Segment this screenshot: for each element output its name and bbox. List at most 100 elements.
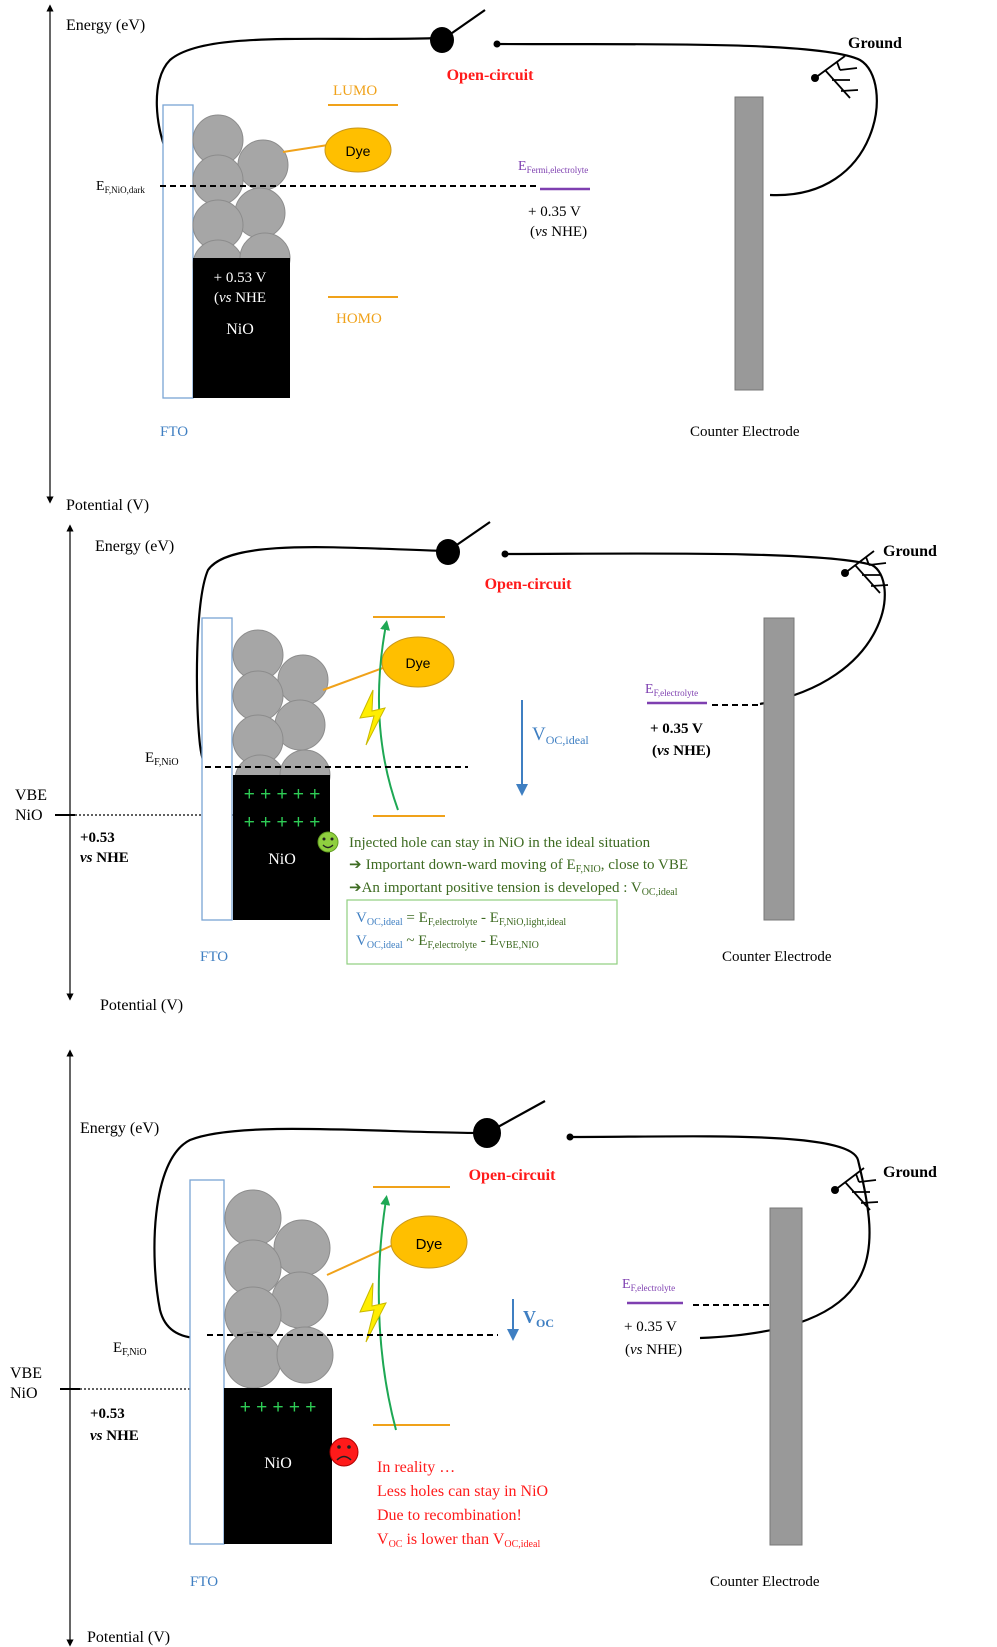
dye-molecule <box>324 127 392 173</box>
switch-knob <box>430 27 454 53</box>
switch-knob <box>473 1118 501 1148</box>
fto-electrode <box>189 1179 225 1545</box>
circuit-wire-right <box>496 42 878 197</box>
open-circuit-label: Open-circuit <box>485 576 572 593</box>
dye-label: Dye <box>406 655 431 671</box>
efermi-electrolyte-label: EFermi,electrolyte <box>518 159 588 175</box>
dye-tether <box>282 144 329 153</box>
plus-row-1: + + + + + <box>244 784 321 805</box>
open-circuit-label: Open-circuit <box>447 67 534 84</box>
nio-label: NiO <box>226 321 254 338</box>
nio-vs-nhe: vs NHE <box>90 1428 139 1444</box>
dye-molecule <box>381 636 455 688</box>
plus-row-1: + + + + + <box>240 1397 317 1418</box>
fto-electrode <box>201 617 233 921</box>
ground-label: Ground <box>883 1164 937 1181</box>
ef-nio-label: EF,NiO <box>113 1340 147 1358</box>
fto-electrode <box>162 104 194 399</box>
electrolyte-vs-nhe: (vs NHE) <box>530 224 587 240</box>
fto-label: FTO <box>200 949 228 965</box>
counter-electrode <box>763 617 795 921</box>
ground-symbol <box>841 550 889 594</box>
electrolyte-potential: + 0.35 V <box>650 721 703 737</box>
ideal-explanation: Injected hole can stay in NiO in the ide… <box>349 835 688 898</box>
electrolyte-vs-nhe: (vs NHE) <box>625 1342 682 1358</box>
potential-axis-label: Potential (V) <box>100 997 183 1014</box>
equation-1: VOC,ideal = EF,electrolyte - EF,NiO,ligh… <box>356 910 566 928</box>
panel-3: Energy (eV) Potential (V) Open-circuit G… <box>10 1049 937 1647</box>
nio-block <box>224 1388 332 1544</box>
nio-potential: +0.53 <box>90 1406 125 1422</box>
nio-potential: + 0.53 V <box>214 270 267 286</box>
ef-electrolyte-label: EF,electrolyte <box>622 1277 675 1293</box>
circuit-wire-right <box>569 1135 871 1340</box>
reality-line-2: Less holes can stay in NiO <box>377 1483 548 1500</box>
note-line-3: ➔An important positive tension is develo… <box>349 879 678 898</box>
energy-axis-label: Energy (eV) <box>80 1120 159 1137</box>
switch-contact <box>501 550 509 558</box>
vbe-label: VBE <box>15 787 47 804</box>
nio-label: NiO <box>268 851 296 868</box>
dye-label: Dye <box>416 1236 443 1253</box>
lightning-icon <box>359 1282 387 1343</box>
counter-electrode <box>769 1207 803 1546</box>
ef-electrolyte-label: EF,electrolyte <box>645 682 698 698</box>
dye-tether <box>322 667 384 691</box>
vbe-label: VBE <box>10 1365 42 1382</box>
fto-label: FTO <box>160 424 188 440</box>
sad-face-icon <box>329 1437 359 1467</box>
reality-line-1: In reality … <box>377 1459 455 1476</box>
reality-explanation: In reality … Less holes can stay in NiO … <box>377 1459 548 1550</box>
panel-1: Energy (eV) Potential (V) Open-circuit G… <box>46 4 902 514</box>
electrolyte-vs-nhe: (vs NHE) <box>652 743 711 759</box>
potential-axis-label: Potential (V) <box>66 497 149 514</box>
dye-label: Dye <box>346 143 371 159</box>
switch-contact <box>493 40 501 48</box>
nio-label: NiO <box>264 1455 292 1472</box>
energy-axis-label: Energy (eV) <box>66 17 145 34</box>
circuit-wire-right <box>504 552 886 706</box>
excitation-arrow <box>377 1195 397 1431</box>
counter-electrode-label: Counter Electrode <box>690 424 800 440</box>
dye-tether <box>326 1244 394 1276</box>
vbe-nio-label: NiO <box>15 807 43 824</box>
energy-axis-label: Energy (eV) <box>95 538 174 555</box>
equation-2: VOC,ideal ~ EF,electrolyte - EVBE,NIO <box>356 933 539 951</box>
switch-knob <box>436 539 460 565</box>
counter-electrode-label: Counter Electrode <box>710 1574 820 1590</box>
voc-ideal-label: VOC,ideal <box>532 724 589 747</box>
nio-block <box>193 258 290 398</box>
lumo-label: LUMO <box>333 83 377 99</box>
counter-electrode <box>734 96 764 391</box>
plus-row-2: + + + + + <box>244 812 321 833</box>
excitation-arrow <box>377 620 399 811</box>
note-line-1: Injected hole can stay in NiO in the ide… <box>349 835 651 851</box>
potential-axis-label: Potential (V) <box>87 1629 170 1646</box>
ground-symbol <box>811 55 859 99</box>
electrolyte-potential: + 0.35 V <box>528 204 581 220</box>
nio-particles <box>224 1189 334 1389</box>
homo-label: HOMO <box>336 311 382 327</box>
note-line-2: ➔ Important down-ward moving of EF,NIO, … <box>349 856 688 875</box>
ef-nio-label: EF,NiO <box>145 750 179 768</box>
nio-block <box>233 775 330 920</box>
circuit-wire-left <box>153 1127 486 1340</box>
ef-nio-dark-label: EF,NiO,dark <box>96 179 145 195</box>
nio-potential: +0.53 <box>80 830 115 846</box>
nio-vs-nhe: vs NHE <box>80 850 129 866</box>
panel-2: Energy (eV) Potential (V) Open-circuit G… <box>15 521 937 1014</box>
voc-label: VOC <box>523 1307 554 1330</box>
reality-line-3: Due to recombination! <box>377 1507 522 1524</box>
vbe-nio-label: NiO <box>10 1385 38 1402</box>
switch-contact <box>566 1133 574 1141</box>
ground-symbol <box>831 1167 879 1211</box>
ground-label: Ground <box>883 543 937 560</box>
nio-vs-nhe: (vs NHE <box>214 290 266 306</box>
electrolyte-potential: + 0.35 V <box>624 1319 677 1335</box>
equation-box <box>346 899 618 965</box>
counter-electrode-label: Counter Electrode <box>722 949 832 965</box>
open-circuit-label: Open-circuit <box>469 1167 556 1184</box>
fto-label: FTO <box>190 1574 218 1590</box>
dye-molecule <box>390 1215 468 1269</box>
